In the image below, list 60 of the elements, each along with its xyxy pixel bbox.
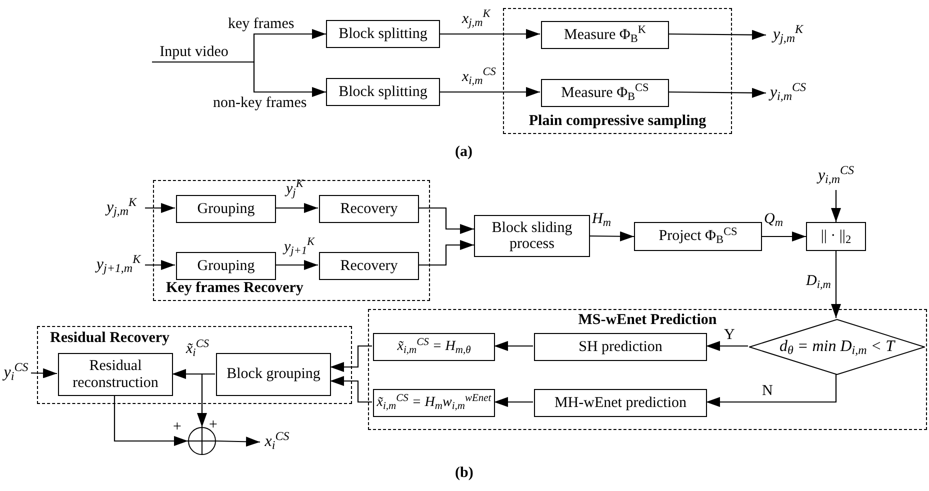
process-box: Grouping	[176, 252, 276, 280]
decision-diamond: d$_{θ}$ = min D$_{i,m}$ < T	[749, 319, 925, 375]
panel-label: (b)	[455, 466, 474, 481]
dashed-group	[37, 326, 352, 404]
arrow	[216, 436, 260, 447]
group-title: Residual Recovery	[50, 329, 170, 348]
process-box: Block grouping	[216, 353, 331, 396]
formula-box: x̃$_{i,m}$$^{CS}$ = H$_{m,θ}$	[373, 333, 495, 361]
dashed-group	[368, 309, 927, 430]
arrow	[706, 341, 748, 351]
arrow	[145, 203, 175, 213]
process-box: Residual reconstruction	[58, 353, 173, 396]
process-box: Recovery	[319, 252, 419, 280]
arrow	[762, 232, 806, 242]
edge-label: +	[172, 420, 182, 435]
group-title: MS-wEnet Prediction	[577, 311, 718, 330]
edge-label: Y	[724, 328, 735, 343]
arrow	[831, 190, 841, 222]
process-box: Block splitting	[326, 20, 440, 48]
arrow	[330, 345, 372, 372]
dashed-group	[503, 8, 732, 134]
arrow	[145, 260, 175, 270]
process-box: Block sliding process	[474, 215, 590, 257]
arrow	[590, 231, 634, 242]
arrow	[494, 397, 533, 407]
arrow	[440, 29, 540, 39]
process-box: Grouping	[176, 195, 276, 223]
input-label: Input video	[152, 42, 236, 62]
arrow	[668, 88, 766, 98]
norm-box: || · ||$_{2}$	[806, 222, 866, 251]
edge-label: +	[208, 418, 218, 433]
group-title: Plain compressive sampling	[528, 112, 708, 131]
sum-junction	[188, 427, 216, 455]
arrow	[440, 87, 540, 97]
edge-label: D$_{i,m}$	[806, 274, 831, 289]
arrow	[114, 395, 188, 446]
panel-label: (a)	[455, 145, 472, 160]
process-box: Recovery	[319, 195, 419, 223]
arrow	[418, 207, 474, 234]
arrow	[831, 251, 841, 318]
arrow	[197, 373, 215, 427]
arrow	[494, 341, 533, 351]
edge-label: key frames	[228, 17, 294, 32]
arrow	[275, 203, 318, 213]
edge-label: H$_{m}$	[592, 212, 611, 227]
arrow	[152, 61, 326, 97]
process-box: SH prediction	[534, 333, 707, 361]
edge-label: non-key frames	[213, 96, 307, 111]
arrow	[275, 260, 318, 270]
edge-label: N	[762, 384, 773, 399]
arrow	[418, 240, 474, 266]
process-box: MH-wEnet prediction	[534, 389, 707, 417]
arrow	[706, 374, 837, 407]
group-title: Key frames Recovery	[166, 279, 304, 298]
arrow	[30, 368, 58, 378]
process-box: Block splitting	[326, 78, 440, 106]
dashed-group	[153, 180, 430, 301]
arrow	[330, 376, 372, 403]
edge-label: Q$_{m}$	[764, 212, 783, 227]
arrow	[668, 30, 766, 40]
